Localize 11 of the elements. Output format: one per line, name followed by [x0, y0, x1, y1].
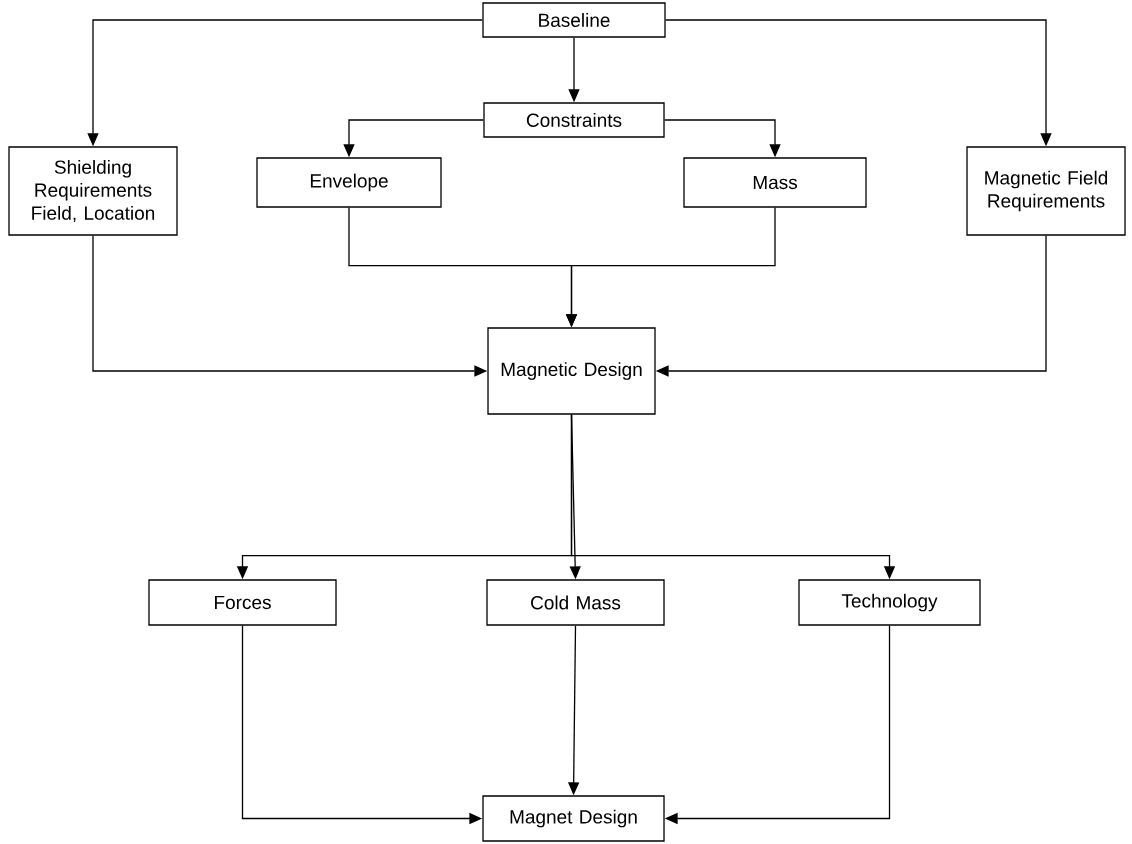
process-box: Technology	[798, 579, 981, 626]
process-box: Magnetic Field Requirements	[966, 146, 1126, 236]
process-box: Magnet Design	[482, 795, 665, 842]
process-box: Magnetic Design	[487, 327, 656, 415]
process-box: Baseline	[482, 2, 666, 38]
process-box: Cold Mass	[486, 579, 665, 626]
process-box: Constraints	[483, 102, 665, 138]
process-box: Shielding Requirements Field, Location	[8, 146, 178, 236]
process-box: Mass	[683, 157, 867, 208]
process-box: Forces	[148, 579, 337, 626]
process-box: Envelope	[256, 157, 442, 208]
